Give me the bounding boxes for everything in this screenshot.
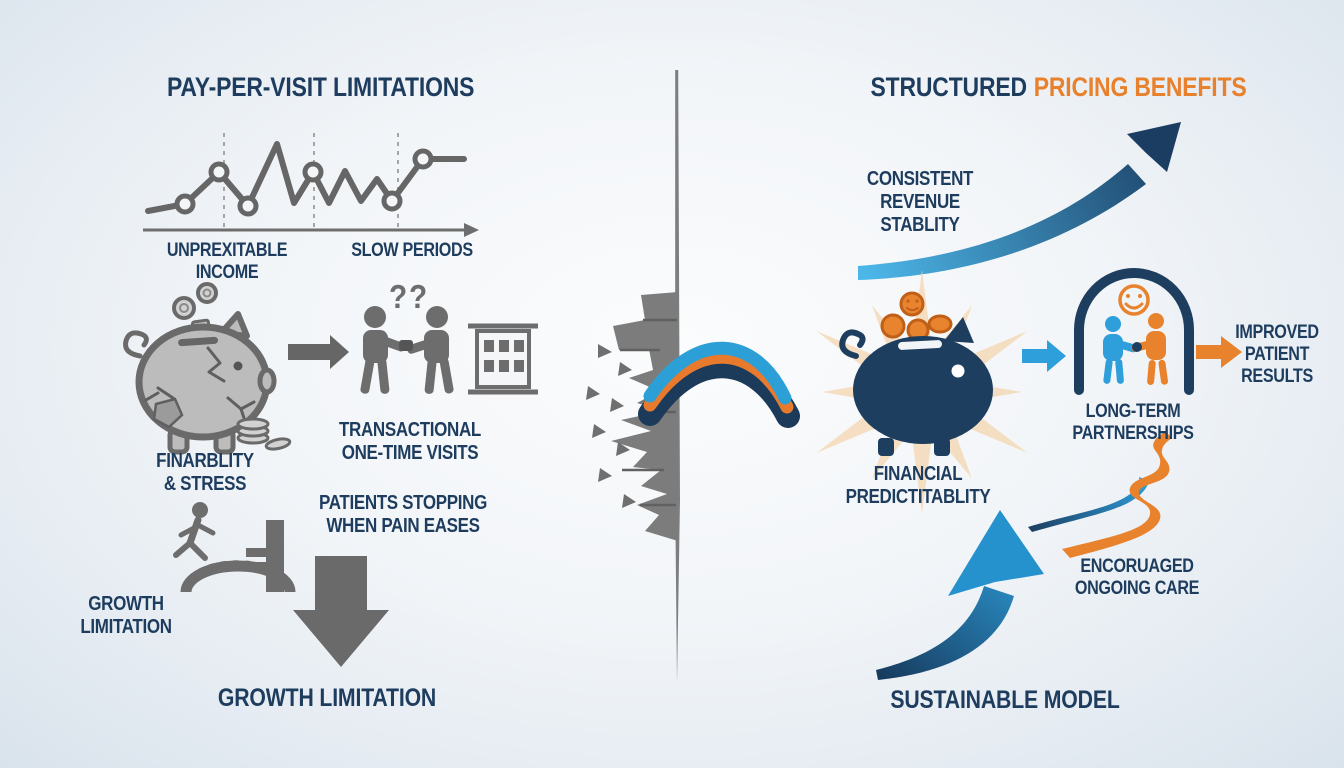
right-title-primary: STRUCTURED [870,72,1028,102]
orange-right-arrow-icon [1196,336,1242,368]
label-consistent-revenue: CONSISTENT REVENUE STABLITY [866,168,974,237]
label-patients-stopping: PATIENTS STOPPING WHEN PAIN EASES [318,492,488,538]
wall-debris [586,344,636,508]
handshake-hands [1132,342,1142,352]
growth-arrow-icon [858,122,1181,280]
label-long-term-partnerships: LONG-TERM PARTNERSHIPS [1072,401,1194,445]
cracked-piggy-bank-icon [123,282,292,455]
walking-person-icon [173,502,216,561]
sustainable-arrow-icon [876,510,1044,680]
blue-person-icon [1103,316,1138,384]
down-arrow-icon [293,556,389,667]
blue-right-arrow-icon [1022,340,1066,372]
winding-road-icon [1028,432,1172,558]
label-encouraged-ongoing-care: ENCORUAGED ONGOING CARE [1074,556,1200,600]
chart-label-unpredictable-income: UNPREXITABLE INCOME [166,240,288,284]
handshake-people-icon [360,306,454,394]
label-improved-patient-results: IMPROVED PATIENT RESULTS [1235,322,1319,388]
savings-piggy-bank-icon [839,291,993,456]
question-marks: ?? [389,278,429,315]
smiley-face-icon [1118,284,1150,316]
label-financial-stress: FINARBLITY & STRESS [156,450,254,496]
clinic-building-icon [468,323,538,395]
label-growth-limitation-small: GROWTH LIMITATION [80,593,172,639]
heading-growth-limitation: GROWTH LIMITATION [217,684,437,712]
income-chart-icon [143,133,479,237]
gray-right-arrow-icon [288,335,349,369]
partnership-arch-icon [1074,268,1194,395]
heading-sustainable-model: SUSTAINABLE MODEL [890,686,1120,714]
label-transactional-visits: TRANSACTIONAL ONE-TIME VISITS [339,419,481,465]
label-financial-predictability: FINANCIAL PREDICTITABLITY [845,463,991,509]
left-title: PAY-PER-VISIT LIMITATIONS [167,72,475,102]
broken-wall-icon [586,292,678,541]
ribbon-arch-icon [638,341,800,428]
bridge-barrier-icon [180,520,296,593]
right-title-accent: PRICING BENEFITS [1033,72,1247,102]
chart-label-slow-periods: SLOW PERIODS [351,240,473,261]
